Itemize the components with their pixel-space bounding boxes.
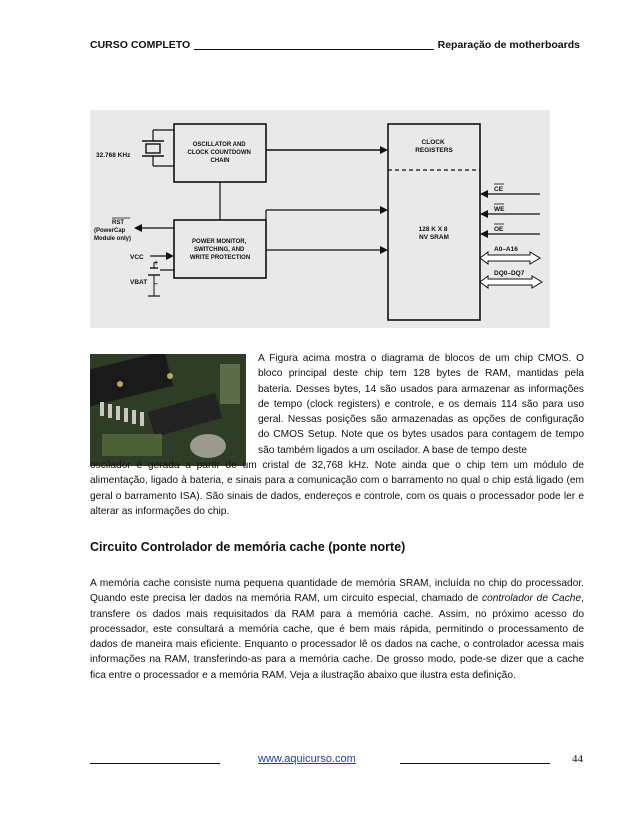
- svg-text:DQ0–DQ7: DQ0–DQ7: [494, 270, 525, 277]
- motherboard-chip-photo: [90, 354, 246, 466]
- signal-address-bus: A0–A16: [479, 246, 541, 265]
- paragraph-cmos-description-continued: oscilador é gerada a partir de um crista…: [90, 460, 584, 517]
- header-rule: [194, 49, 434, 50]
- footer-rule-left: [90, 763, 220, 764]
- sram-label: 128 K X 8 NV SRAM: [419, 226, 450, 241]
- svg-text:WE: WE: [494, 206, 505, 213]
- header-subject: Reparação de motherboards: [437, 39, 580, 51]
- svg-text:–: –: [154, 281, 158, 288]
- vcc-label: VCC: [130, 254, 144, 261]
- signal-ce: CE: [480, 183, 540, 198]
- svg-text:CE: CE: [494, 186, 504, 193]
- footer-website-link[interactable]: www.aquicurso.com: [258, 753, 356, 765]
- oscillator-label: OSCILLATOR AND CLOCK COUNTDOWN CHAIN: [188, 142, 253, 164]
- battery-symbol: + –: [148, 260, 160, 297]
- cmos-block-diagram: 32.768 KHz OSCILLATOR AND CLOCK COUNTDOW…: [90, 110, 550, 328]
- paragraph-cmos-description: A Figura acima mostra o diagrama de bloc…: [258, 353, 584, 456]
- emphasis-cache-controller: controlador de Cache: [481, 593, 582, 605]
- svg-text:OE: OE: [494, 226, 504, 233]
- header-course-title: CURSO COMPLETO: [90, 39, 191, 51]
- signal-data-bus: DQ0–DQ7: [479, 270, 543, 289]
- sram-block: [387, 123, 481, 321]
- section-title: Circuito Controlador de memória cache (p…: [90, 540, 406, 554]
- crystal-label: 32.768 KHz: [96, 152, 131, 159]
- clock-registers-label: CLOCK REGISTERS: [415, 139, 453, 154]
- crystal-symbol: [142, 129, 174, 167]
- rst-label: RST (PowerCap Module only): [94, 220, 131, 242]
- svg-text:+: +: [154, 260, 158, 267]
- svg-text:A0–A16: A0–A16: [494, 246, 518, 253]
- power-monitor-label: POWER MONITOR, SWITCHING, AND WRITE PROT…: [190, 239, 250, 261]
- paragraph-cache-text-b: , transfere os dados mais requisitados d…: [90, 593, 584, 681]
- paragraph-cache-controller: A memória cache consiste numa pequena qu…: [90, 576, 584, 683]
- paragraph-cache-text-a: A memória cache consiste numa pequena qu…: [90, 578, 584, 605]
- signal-we: WE: [480, 203, 540, 218]
- page-number: 44: [572, 753, 583, 765]
- footer-rule-right: [400, 763, 550, 764]
- vbat-label: VBAT: [130, 279, 147, 286]
- signal-oe: OE: [480, 223, 540, 238]
